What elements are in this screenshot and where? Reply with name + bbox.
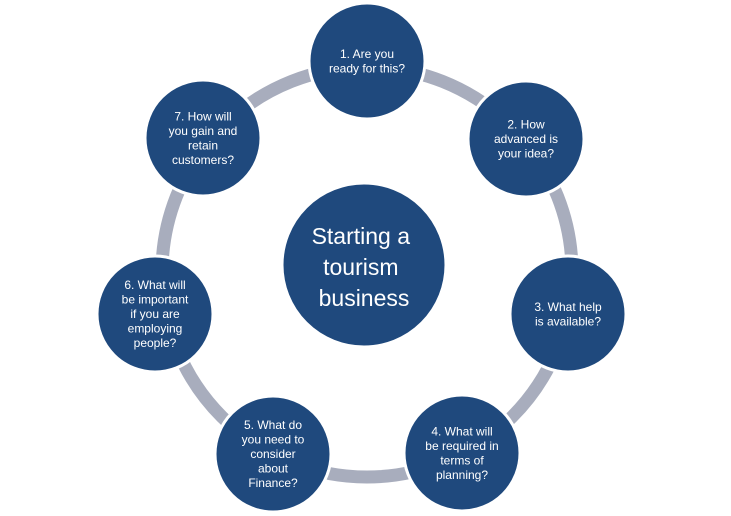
step-1-line-2: ready for this? [329,61,405,75]
step-7-line-3: retain [188,138,218,152]
step-3-line-2: is available? [535,314,601,328]
step-7-line-1: 7. How will [174,109,231,123]
step-6-line-2: be important [122,293,189,307]
step-2-line-1: 2. How [507,118,545,132]
step-circle-5 [213,394,333,514]
step-4-line-2: be required in [425,439,498,453]
step-6-line-4: employing [128,322,183,336]
step-circle-7 [143,78,263,198]
step-6-line-5: people? [134,336,177,350]
center-line-2: tourism [323,254,398,280]
step-4-line-1: 4. What will [431,424,492,438]
step-3-line-1: 3. What help [534,300,602,314]
center-line-1: Starting a [312,223,411,249]
step-5-line-2: you need to [242,433,305,447]
step-2-line-3: your idea? [498,147,554,161]
center-title: Starting a tourism business [312,223,417,311]
center-circle [280,181,448,349]
step-circle-4 [402,393,522,513]
step-5-line-3: consider [250,447,295,461]
step-2-line-2: advanced is [494,132,558,146]
step-5-line-5: Finance? [248,476,298,490]
step-5-line-1: 5. What do [244,418,302,432]
step-4-line-3: terms of [440,453,484,467]
step-6-line-1: 6. What will [124,278,185,292]
step-circle-3 [508,254,628,374]
step-1-line-1: 1. Are you [340,47,394,61]
step-4-line-4: planning? [436,468,488,482]
step-5-line-4: about [258,462,289,476]
step-7-line-2: you gain and [169,124,238,138]
step-circle-2 [466,79,586,199]
step-6-line-3: if you are [130,307,180,321]
step-circle-1 [307,1,427,121]
center-line-3: business [319,285,410,311]
center-node: Starting a tourism business [280,181,448,349]
step-circle-6 [95,254,215,374]
step-7-line-4: customers? [172,153,234,167]
